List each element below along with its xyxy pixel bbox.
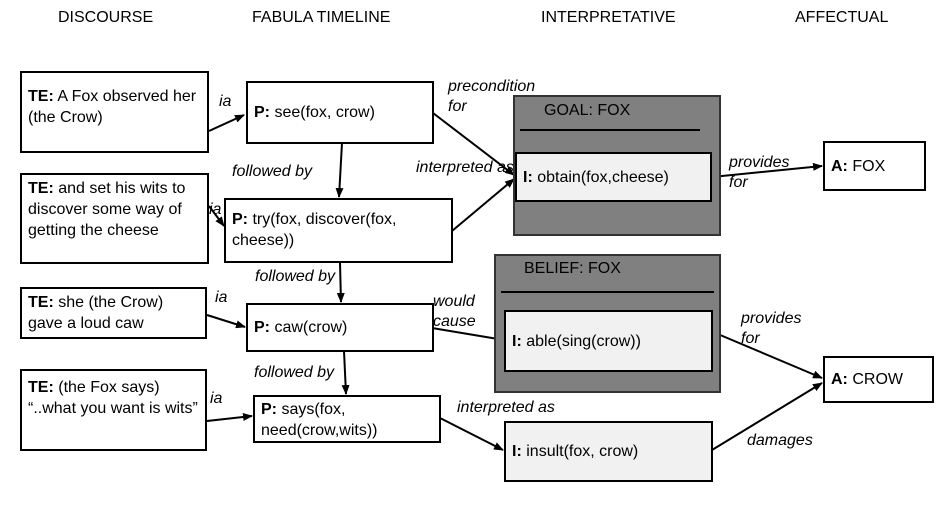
goal-group-title: GOAL: FOX xyxy=(544,102,631,119)
edge-label-ia-1: ia xyxy=(219,93,232,110)
node-text: insult(fox, crow) xyxy=(526,443,639,460)
node-text: able(sing(crow)) xyxy=(526,332,641,350)
fabula-node-4: P: says(fox, need(crow,wits)) xyxy=(253,395,441,443)
node-prefix: P: xyxy=(261,401,277,418)
edge-label-would-cause: would cause xyxy=(433,293,476,330)
column-header-discourse: DISCOURSE xyxy=(58,9,154,26)
edge-label-interpreted-as-2: interpreted as xyxy=(457,399,555,416)
edge-ia-4 xyxy=(206,413,253,422)
fabula-node-2: P: try(fox, discover(fox, cheese)) xyxy=(224,198,453,263)
edge-label-damages: damages xyxy=(747,432,813,449)
node-text: CROW xyxy=(852,371,903,388)
edge-precondition xyxy=(432,112,515,176)
node-text: caw(crow) xyxy=(274,319,348,336)
edge-label-precondition-for: precondition for xyxy=(448,78,536,115)
edge-followed-by-3 xyxy=(341,350,350,395)
goal-group-divider xyxy=(520,129,700,131)
fabula-node-3: P: caw(crow) xyxy=(246,303,434,352)
edge-damages xyxy=(711,382,823,451)
affect-node-fox: A: FOX xyxy=(823,141,926,191)
edge-label-ia-3: ia xyxy=(215,289,228,306)
belief-group-divider xyxy=(501,291,714,293)
column-header-affectual: AFFECTUAL xyxy=(795,9,889,26)
discourse-node-1: TE: A Fox observed her (the Crow) xyxy=(20,71,209,153)
node-text: A Fox observed her (the Crow) xyxy=(28,88,197,126)
edge-ia-3 xyxy=(206,314,246,329)
edge-provides-for-1 xyxy=(711,162,823,178)
node-text: says(fox, need(crow,wits)) xyxy=(261,401,378,439)
node-text: FOX xyxy=(852,157,886,175)
node-text: see(fox, crow) xyxy=(274,104,375,121)
edge-label-followed-by-2: followed by xyxy=(255,268,336,285)
node-prefix: A: xyxy=(831,157,848,175)
affect-node-crow: A: CROW xyxy=(823,356,934,403)
node-prefix: P: xyxy=(232,211,248,228)
node-text: (the Fox says) “..what you want is wits” xyxy=(28,379,198,417)
edge-label-ia-4: ia xyxy=(210,390,223,407)
edge-ia-1 xyxy=(208,114,245,132)
node-text: she (the Crow) gave a loud caw xyxy=(28,294,164,332)
edge-label-followed-by-3: followed by xyxy=(254,364,335,381)
discourse-node-4: TE: (the Fox says) “..what you want is w… xyxy=(20,369,207,451)
interp-node-2: I: able(sing(crow)) xyxy=(504,310,713,372)
column-header-fabula-timeline: FABULA TIMELINE xyxy=(252,9,391,26)
edge-would-cause xyxy=(431,327,505,343)
node-prefix: A: xyxy=(831,371,848,388)
discourse-node-3: TE: she (the Crow) gave a loud caw xyxy=(20,287,207,339)
node-text: and set his wits to discover some way of… xyxy=(28,180,186,239)
edge-label-interpreted-as-1: interpreted as xyxy=(416,159,514,176)
edge-label-followed-by-1: followed by xyxy=(232,163,313,180)
interp-node-1: I: obtain(fox,cheese) xyxy=(515,152,712,202)
node-prefix: TE: xyxy=(28,379,54,396)
node-text: obtain(fox,cheese) xyxy=(537,168,669,186)
column-header-interpretative: INTERPRETATIVE xyxy=(541,9,676,26)
edge-followed-by-2 xyxy=(336,262,345,303)
edge-provides-for-2 xyxy=(712,331,823,379)
edge-interpreted-as-1 xyxy=(451,178,515,232)
node-text: try(fox, discover(fox, cheese)) xyxy=(232,211,397,249)
edge-label-ia-2: ia xyxy=(209,201,222,218)
node-prefix: P: xyxy=(254,319,270,336)
edge-label-provides-for-1: provides for xyxy=(729,154,790,191)
node-prefix: P: xyxy=(254,104,270,121)
node-prefix: TE: xyxy=(28,294,54,311)
edge-followed-by-1 xyxy=(335,142,344,198)
edge-ia-2 xyxy=(208,205,225,227)
edge-label-provides-for-2: provides for xyxy=(741,310,802,347)
node-prefix: I: xyxy=(512,443,522,460)
node-prefix: TE: xyxy=(28,180,54,197)
node-prefix: I: xyxy=(523,168,533,186)
node-prefix: I: xyxy=(512,332,522,350)
node-prefix: TE: xyxy=(28,88,54,105)
discourse-node-2: TE: and set his wits to discover some wa… xyxy=(20,173,209,264)
interp-node-3: I: insult(fox, crow) xyxy=(504,421,713,482)
fabula-node-1: P: see(fox, crow) xyxy=(246,81,434,144)
edge-interpreted-as-2 xyxy=(439,417,504,451)
belief-group-title: BELIEF: FOX xyxy=(524,260,621,277)
